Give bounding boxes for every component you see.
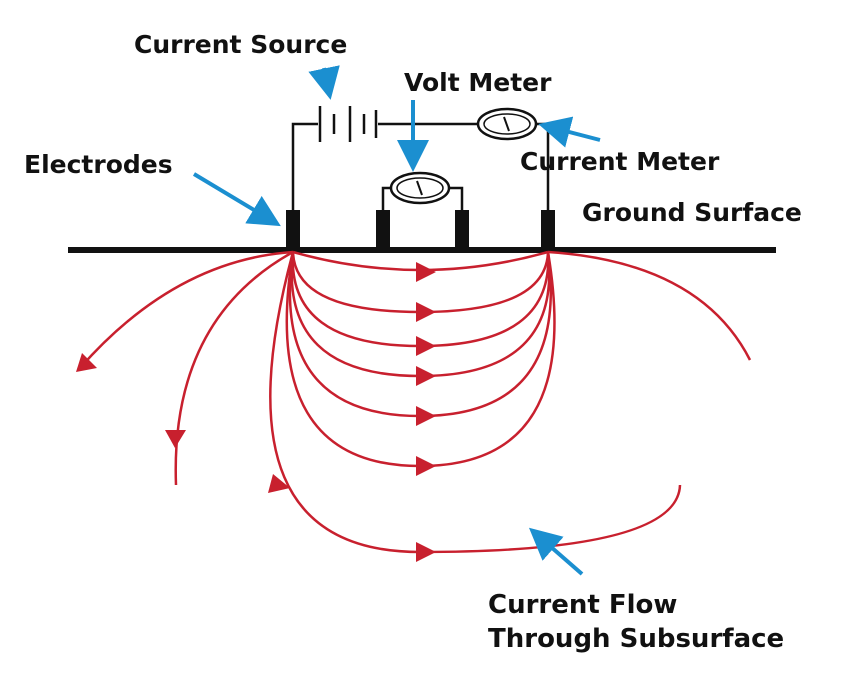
- label-volt-meter: Volt Meter: [404, 68, 552, 97]
- label-current-flow: Current Flow Through Subsurface: [488, 589, 784, 657]
- arrowhead: [416, 456, 436, 476]
- arrowhead: [416, 302, 436, 322]
- flow-line-9: [79, 250, 294, 369]
- pointer-current-meter: [538, 116, 601, 148]
- pointer-electrodes: [192, 172, 281, 227]
- volt-meter-wire: [381, 186, 464, 212]
- label-current-flow-line2: Through Subsurface: [488, 623, 785, 654]
- battery-icon: [318, 106, 378, 142]
- arrowhead: [165, 430, 186, 448]
- arrowhead: [416, 542, 436, 562]
- label-current-source: Current Source: [134, 30, 348, 59]
- label-electrodes: Electrodes: [24, 150, 173, 179]
- volt-meter-icon: [389, 171, 451, 205]
- arrowhead: [416, 406, 436, 426]
- pointer-current-source: [308, 65, 340, 100]
- arrowhead: [416, 262, 436, 282]
- potential-electrode-right: [455, 210, 469, 252]
- current-flow-lines: [79, 250, 752, 554]
- flow-line-7: [269, 251, 682, 554]
- label-current-meter: Current Meter: [520, 147, 720, 176]
- current-meter-icon: [476, 107, 538, 141]
- arrowhead: [268, 474, 290, 493]
- arrowhead: [76, 353, 97, 372]
- label-ground-surface: Ground Surface: [582, 198, 802, 227]
- arrowhead: [416, 366, 436, 386]
- flow-line-10: [547, 250, 752, 361]
- current-electrode-left: [286, 210, 300, 252]
- arrowhead: [416, 336, 436, 356]
- current-electrode-right: [541, 210, 555, 252]
- potential-electrode-left: [376, 210, 390, 252]
- label-current-flow-line1: Current Flow: [488, 590, 678, 620]
- pointer-arrows: [192, 65, 601, 576]
- pointer-current-flow: [528, 527, 584, 576]
- flow-line-6: [285, 251, 556, 468]
- current-flow-arrowheads: [76, 262, 436, 562]
- electrodes: [286, 210, 555, 252]
